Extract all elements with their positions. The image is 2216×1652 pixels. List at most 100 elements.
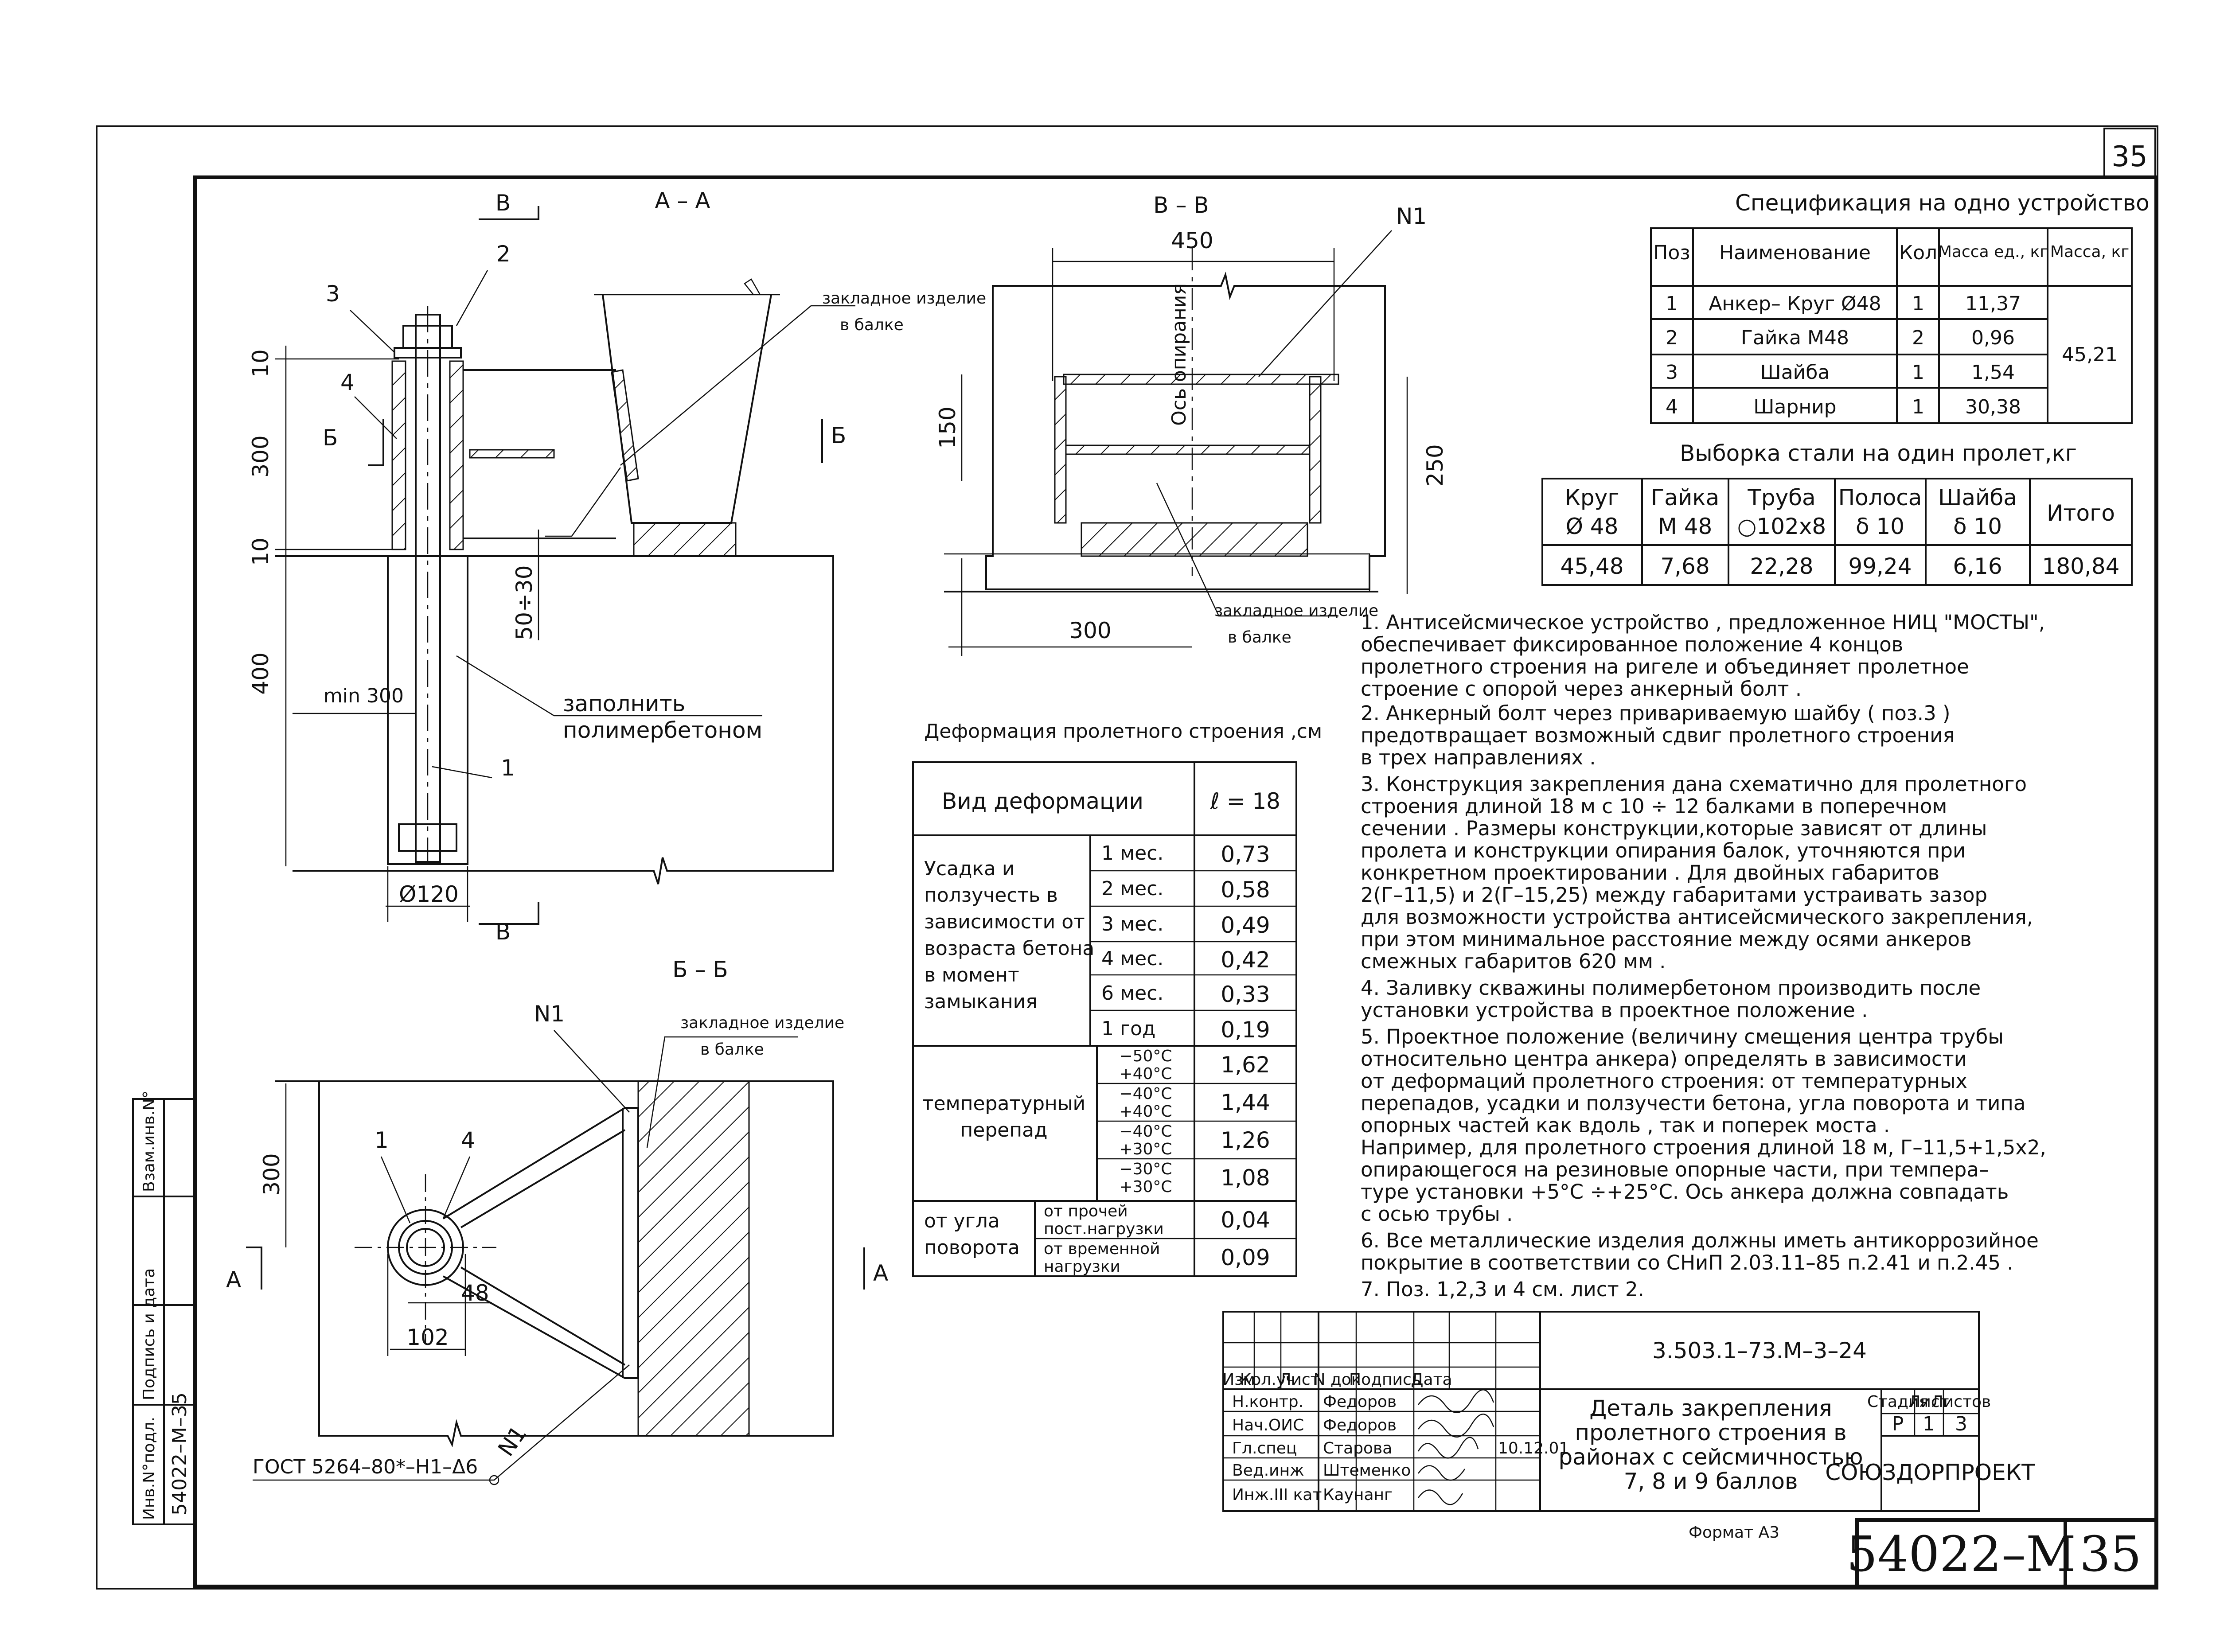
spec-cell: 2 (1912, 327, 1924, 349)
deform-head-length: ℓ = 18 (1210, 788, 1280, 814)
dim-bb-102: 102 (406, 1325, 449, 1350)
deform-row-value: 1,62 (1221, 1052, 1270, 1078)
format-label: Формат А3 (1689, 1523, 1779, 1542)
spec-head-name: Наименование (1719, 242, 1871, 264)
deform-row-value: 1,44 (1221, 1090, 1270, 1115)
signature-5 (1417, 1489, 1463, 1505)
tb-person: Старова (1323, 1439, 1392, 1457)
steel-head: М 48 (1658, 514, 1713, 539)
tb-head: N док (1313, 1371, 1361, 1389)
deform-rot-label: от прочей (1044, 1202, 1128, 1220)
spec-head-unit-mass: Масса ед., кг (1938, 243, 2048, 261)
vv-bearing (1081, 522, 1308, 557)
spec-cell: Гайка М48 (1741, 327, 1849, 349)
note-line: от деформаций пролетного строения: от те… (1361, 1069, 1967, 1093)
title-block: Изм Кол.уч Лист N док Подпись Дата Н.кон… (1222, 1311, 2158, 1588)
steel-head: ○102х8 (1737, 514, 1826, 539)
embedded-label-bb-1: закладное изделие (680, 1014, 844, 1032)
section-aa: А – А В закладное изделие в балке Б Б (248, 188, 986, 945)
bb-pier-outline (275, 1080, 834, 1448)
deform-group1-line: замыкания (924, 990, 1038, 1013)
tb-head: Изм (1222, 1371, 1255, 1389)
deform-rot-label: нагрузки (1044, 1258, 1120, 1276)
deform-temp: −40°С (1119, 1085, 1172, 1103)
steel-head: Итого (2047, 500, 2115, 526)
pos-mark-1-bb: 1 (375, 1127, 389, 1153)
note-line: конкретном проектировании . Для двойных … (1361, 861, 1939, 884)
cut-mark-a-right: А (873, 1260, 888, 1286)
note-line: 5. Проектное положение (величину смещени… (1361, 1025, 2004, 1048)
dim-bb-300: 300 (259, 1153, 285, 1195)
note-line: 1. Антисейсмическое устройство , предлож… (1361, 611, 2045, 634)
spec-cell: Шайба (1760, 361, 1830, 384)
note-line: сечении . Размеры конструкции,которые за… (1361, 817, 1987, 840)
note-line: 2. Анкерный болт через привариваемую шай… (1361, 701, 1951, 725)
deform-group3-line: поворота (924, 1236, 1020, 1259)
tb-role: Нач.ОИС (1232, 1416, 1304, 1434)
steel-head: Труба (1747, 485, 1815, 510)
section-vv: В – В Ось опирания 450 150 250 300 N1 за… (935, 192, 1448, 656)
tb-title-line: районах с сейсмичностью (1558, 1444, 1863, 1470)
steel-head: Ø 48 (1566, 514, 1619, 539)
deform-group1-line: зависимости от (924, 911, 1085, 933)
corner-sheet-number: 35 (2111, 140, 2147, 173)
deform-row-value: 1,08 (1221, 1165, 1270, 1191)
note-line: пролетного строения на ригеле и объединя… (1361, 655, 1969, 678)
fill-label-1: заполнить (563, 691, 685, 717)
deform-row-value: 0,49 (1221, 912, 1270, 938)
deform-group1-line: Усадка и (924, 857, 1015, 880)
corner-box (2103, 128, 2156, 178)
tube-wall-right (449, 360, 464, 550)
note-line: 6. Все металлические изделия должны имет… (1361, 1229, 2039, 1252)
steel-title: Выборка стали на один пролет,кг (1680, 440, 2077, 466)
inner-frame (193, 175, 2158, 1588)
beam-body (985, 272, 1386, 590)
embedded-label-vv-2: в балке (1228, 628, 1291, 647)
pos-mark-2: 2 (496, 241, 511, 267)
dim-aa-10-top: 10 (248, 349, 273, 378)
tb-person: Федоров (1323, 1393, 1397, 1411)
cut-mark-a-left: А (226, 1267, 241, 1293)
pos-mark-1: 1 (501, 755, 515, 781)
dim-bb-48: 48 (461, 1280, 489, 1306)
tb-role: Гл.спец (1232, 1439, 1297, 1457)
tb-role: Инж.III кат (1232, 1486, 1322, 1504)
spec-head-mass: Масса, кг (2050, 243, 2129, 261)
steel-value: 6,16 (1953, 553, 2002, 579)
deform-row-value: 0,33 (1221, 982, 1270, 1007)
note-line: строение с опорой через анкерный болт . (1361, 677, 1802, 701)
spec-cell: Шарнир (1753, 396, 1836, 418)
tb-title-line: Деталь закрепления (1589, 1395, 1832, 1421)
deform-row-value: 0,04 (1221, 1207, 1270, 1233)
note-line: 3. Конструкция закрепления дана схематич… (1361, 772, 2027, 796)
embedded-label-bb-2: в балке (700, 1040, 764, 1059)
spec-cell: 2 (1666, 327, 1678, 349)
note-line: туре установки +5°С ÷+25°С. Ось анкера д… (1361, 1180, 2009, 1204)
embedded-label-2: в балке (840, 316, 904, 334)
spec-cell: 3 (1666, 361, 1678, 384)
signature-4 (1417, 1465, 1466, 1481)
note-line: для возможности устройства антисейсмичес… (1361, 905, 2033, 929)
deform-rot-label: пост.нагрузки (1044, 1220, 1164, 1238)
section-aa-title: А – А (655, 188, 710, 214)
notes-block: 1. Антисейсмическое устройство , предлож… (1361, 611, 2046, 1301)
tb-stage-head: Лист (1908, 1393, 1949, 1411)
spec-cell: 1 (1912, 361, 1924, 384)
dim-aa-min300: min 300 (324, 685, 404, 707)
spec-head-pos: Поз (1653, 242, 1690, 264)
pos-mark-n1-bb: N1 (534, 1001, 565, 1027)
axis-label: Ось опирания (1168, 283, 1190, 426)
dim-vv-150: 150 (935, 406, 960, 448)
section-bb: Б – Б А А 300 102 48 1 4 N1 закладное из… (226, 957, 888, 1485)
pos-mark-n1-vv: N1 (1396, 203, 1427, 229)
tb-title-line: пролетного строения в (1575, 1420, 1846, 1446)
deform-row-value: 0,58 (1221, 877, 1270, 903)
deform-group2-line: перепад (960, 1119, 1048, 1142)
note-line: относительно центра анкера) определять в… (1361, 1047, 1967, 1071)
fill-label-2: полимербетоном (563, 717, 762, 743)
tb-person: Штеменко (1323, 1461, 1411, 1480)
note-line: 2(Г–11,5) и 2(Г–15,25) между габаритами … (1361, 883, 1987, 907)
tb-role: Вед.инж (1232, 1461, 1304, 1480)
note-line: 4. Заливку скважины полимербетоном произ… (1361, 976, 1981, 1000)
steel-head: Круг (1564, 485, 1619, 510)
